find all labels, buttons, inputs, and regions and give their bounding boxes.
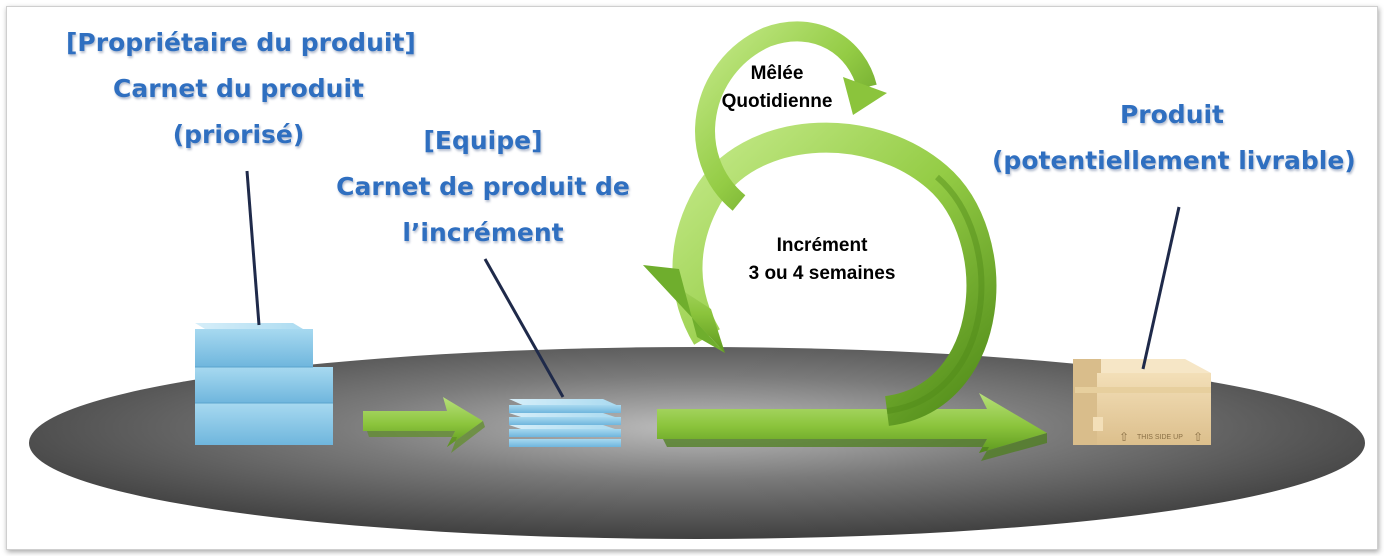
diagram-frame: THIS SIDE UP ⇧ ⇧ (6, 6, 1378, 550)
owner-label-line3: (priorisé) (172, 120, 305, 149)
sprint-cycle-arrow (643, 21, 1047, 461)
team-label: [Equipe] Carnet de produit de l’incrémen… (336, 118, 630, 256)
team-connector-line (483, 258, 565, 398)
product-label-line1: Produit (1119, 100, 1225, 129)
product-box: THIS SIDE UP ⇧ ⇧ (1073, 359, 1211, 445)
owner-label-line2: Carnet du produit (113, 74, 364, 103)
box-up-arrow-icon: ⇧ (1119, 430, 1129, 444)
product-label-line2: (potentiellement livrable) (992, 146, 1356, 175)
diagram-canvas: THIS SIDE UP ⇧ ⇧ (29, 21, 1365, 539)
owner-label-line1: [Propriétaire du produit] (66, 28, 416, 57)
daily-scrum-text: Mêlée Quotidienne (712, 60, 842, 116)
product-backlog-stack (195, 323, 333, 445)
team-label-line3: l’incrément (402, 218, 564, 247)
sprint-backlog-stack (509, 399, 621, 447)
team-label-line1: [Equipe] (423, 126, 543, 155)
daily-scrum-line2: Quotidienne (721, 91, 833, 112)
increment-text: Incrément 3 ou 4 semaines (722, 232, 922, 288)
increment-line1: Incrément (776, 235, 868, 256)
product-label: Produit (potentiellement livrable) (992, 92, 1356, 184)
green-arrow-small (363, 397, 485, 453)
product-connector-line (1141, 206, 1181, 370)
increment-line2: 3 ou 4 semaines (748, 263, 896, 284)
box-printed-text: THIS SIDE UP (1137, 434, 1183, 441)
box-up-arrow-icon: ⇧ (1193, 430, 1203, 444)
product-owner-label: [Propriétaire du produit] Carnet du prod… (66, 20, 416, 158)
owner-connector-line (245, 170, 261, 326)
daily-scrum-line1: Mêlée (750, 63, 804, 84)
team-label-line2: Carnet de produit de (336, 172, 630, 201)
